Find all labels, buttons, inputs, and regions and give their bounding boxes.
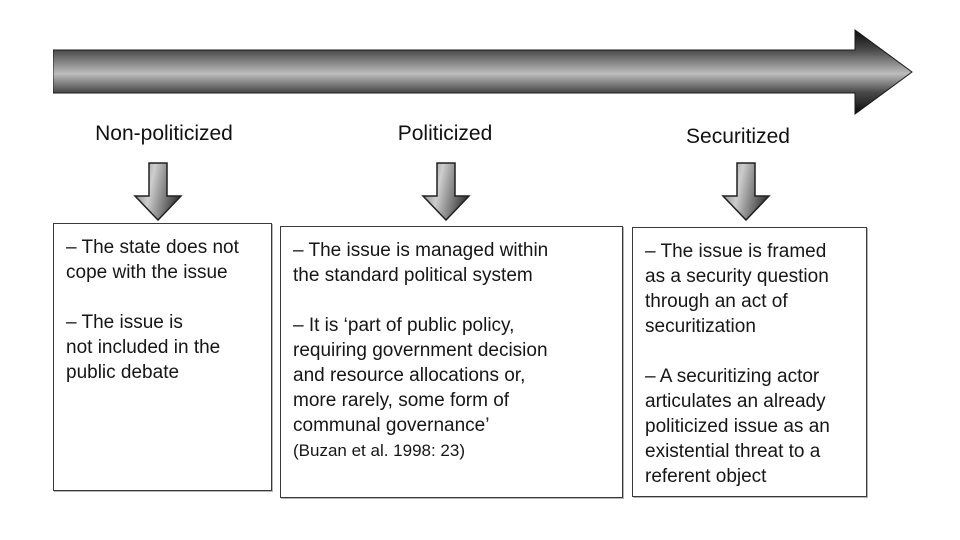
stage-box-politicized: – The issue is managed within the standa… [280, 226, 623, 498]
stage-box-text: – The state does not cope with the issue… [66, 237, 239, 383]
stage-box-non-politicized: – The state does not cope with the issue… [53, 223, 272, 491]
citation-text: (Buzan et al. 1998: 23) [293, 441, 466, 460]
stage-box-text: – The issue is framed as a security ques… [645, 241, 830, 487]
down-arrow-icon [421, 162, 471, 222]
spectrum-arrow-shape [53, 29, 913, 115]
stage-box-text: – The issue is managed within the standa… [293, 240, 549, 436]
stage-box-securitized: – The issue is framed as a security ques… [632, 227, 867, 497]
down-arrow-shape [133, 162, 183, 222]
spectrum-arrow [53, 29, 913, 115]
down-arrow-icon [721, 162, 771, 222]
stage-label-non-politicized: Non-politicized [95, 122, 233, 145]
down-arrow-shape [421, 162, 471, 222]
down-arrow-shape [721, 162, 771, 222]
stage-label-politicized: Politicized [397, 122, 493, 145]
stage-label-securitized: Securitized [686, 125, 790, 148]
down-arrow-icon [133, 162, 183, 222]
